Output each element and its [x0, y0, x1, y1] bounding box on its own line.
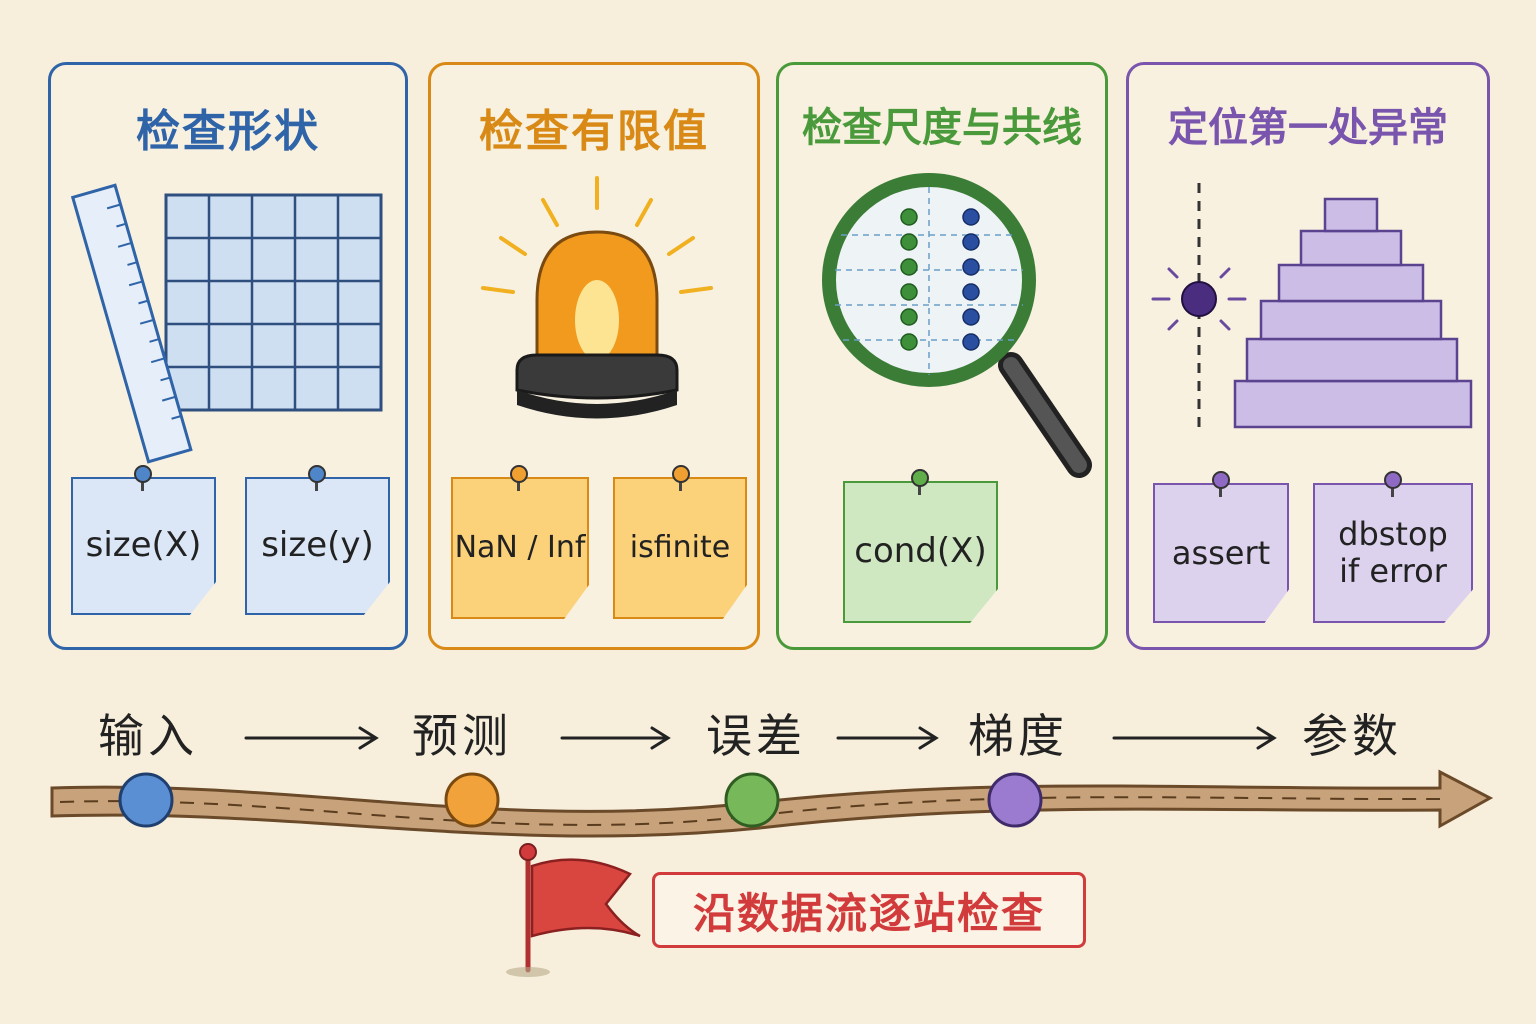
panel-check-shape: 检查形状 size(X) size(y) — [48, 62, 408, 650]
stage-parameters: 参数 — [1302, 709, 1402, 763]
stage-error: 误差 — [706, 709, 806, 763]
stepped-pyramid-icon — [1151, 183, 1473, 429]
pushpin-icon — [672, 465, 690, 483]
note-cond-x: cond(X) — [843, 481, 998, 623]
panel-title: 检查尺度与共线 — [802, 105, 1082, 151]
pushpin-icon — [134, 465, 152, 483]
magnifier-icon — [822, 173, 1092, 478]
panel-locate-anomaly: 定位第一处异常 assert dbstop if error — [1126, 62, 1490, 650]
note-isfinite: isfinite — [613, 477, 747, 619]
panel-check-scale: 检查尺度与共线 cond(X) — [776, 62, 1108, 650]
pin-stem — [517, 477, 520, 491]
ruler-grid-icon — [70, 183, 383, 464]
stage-input: 输入 — [98, 709, 198, 763]
pushpin-icon — [911, 469, 929, 487]
pin-stem — [141, 477, 144, 491]
pin-stem — [1391, 483, 1394, 497]
panel-title: 检查有限值 — [479, 106, 709, 157]
stage-prediction: 预测 — [412, 709, 512, 763]
pushpin-icon — [510, 465, 528, 483]
data-flow-road — [50, 769, 1494, 838]
banner-check-along-flow: 沿数据流逐站检查 — [652, 872, 1086, 948]
panel-title: 检查形状 — [136, 106, 320, 157]
note-dbstop: dbstop if error — [1313, 483, 1473, 623]
note-size-y: size(y) — [245, 477, 390, 615]
pin-stem — [918, 481, 921, 495]
red-flag-icon — [506, 843, 641, 977]
alarm-beacon-icon — [481, 176, 713, 419]
note-size-x: size(X) — [71, 477, 216, 615]
stage-gradient: 梯度 — [968, 709, 1068, 763]
pin-stem — [315, 477, 318, 491]
pushpin-icon — [1384, 471, 1402, 489]
stage-arrows — [244, 726, 1277, 750]
pin-stem — [679, 477, 682, 491]
note-nan-inf: NaN / Inf — [451, 477, 589, 619]
pin-stem — [1219, 483, 1222, 497]
panel-check-finite: 检查有限值 NaN / Inf isfinite — [428, 62, 760, 650]
panel-title: 定位第一处异常 — [1168, 105, 1448, 151]
pushpin-icon — [1212, 471, 1230, 489]
pushpin-icon — [308, 465, 326, 483]
note-assert: assert — [1153, 483, 1289, 623]
